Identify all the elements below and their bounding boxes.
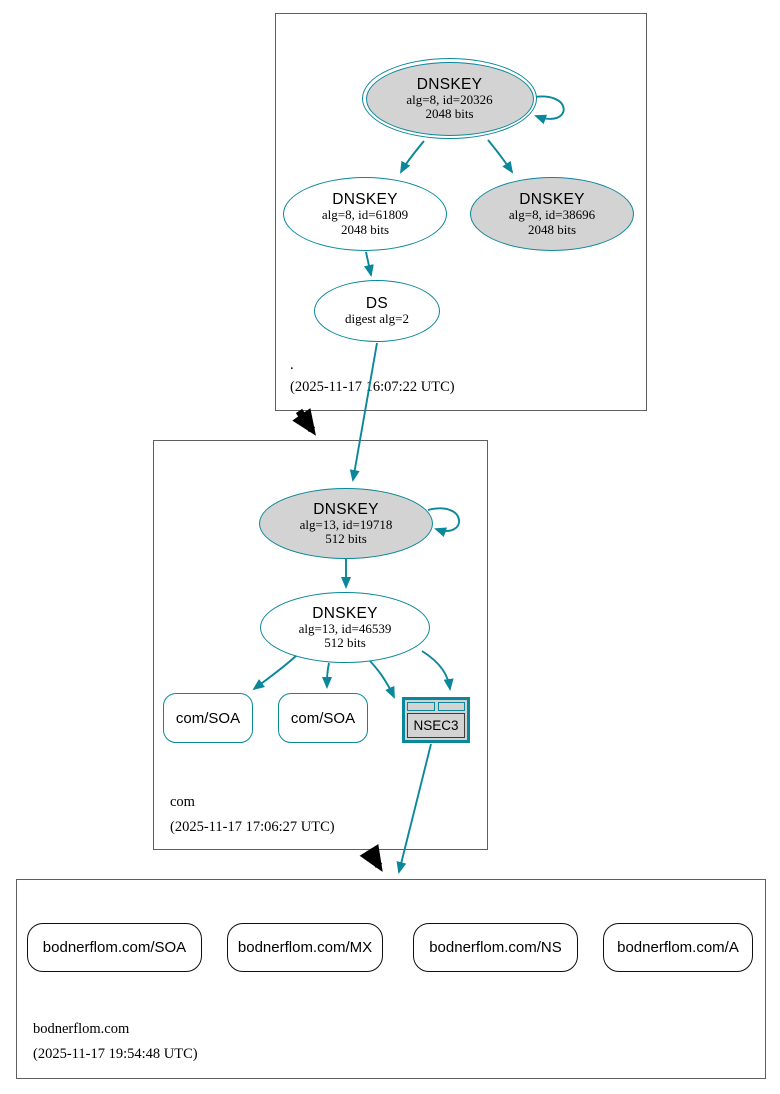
node-bodnerflom-mx[interactable]: bodnerflom.com/MX [227, 923, 383, 972]
node-detail: 2048 bits [425, 106, 474, 121]
node-title: DNSKEY [416, 75, 483, 93]
node-label: bodnerflom.com/SOA [42, 939, 187, 956]
node-detail: 2048 bits [527, 221, 577, 237]
node-detail: alg=13, id=19718 [299, 516, 393, 532]
zone-timestamp-root: (2025-11-17 16:07:22 UTC) [290, 379, 455, 395]
node-label: com/SOA [175, 709, 241, 727]
zone-label-bodnerflom: bodnerflom.com [33, 1021, 130, 1037]
zone-timestamp-com: (2025-11-17 17:06:27 UTC) [170, 819, 335, 835]
node-root-ds[interactable]: DS digest alg=2 [314, 280, 440, 342]
node-com-ksk-dnskey[interactable]: DNSKEY alg=13, id=19718 512 bits [259, 488, 433, 559]
zone-box-bodnerflom [16, 879, 766, 1079]
node-label: bodnerflom.com/NS [429, 939, 562, 956]
nsec3-label: NSEC3 [407, 713, 465, 738]
edge-delegation-root-to-com [292, 408, 316, 436]
node-bodnerflom-ns[interactable]: bodnerflom.com/NS [413, 923, 578, 972]
node-com-soa-2[interactable]: com/SOA [278, 693, 368, 743]
node-com-nsec3[interactable]: NSEC3 [402, 697, 470, 743]
node-bodnerflom-soa[interactable]: bodnerflom.com/SOA [27, 923, 202, 972]
node-label: bodnerflom.com/A [617, 939, 739, 956]
node-bodnerflom-a[interactable]: bodnerflom.com/A [603, 923, 753, 972]
node-com-soa-1[interactable]: com/SOA [163, 693, 253, 743]
edge-delegation-com-to-bodnerflom [359, 844, 383, 872]
zone-label-root: . [290, 357, 294, 373]
zone-timestamp-bodnerflom: (2025-11-17 19:54:48 UTC) [33, 1046, 198, 1062]
node-title: DNSKEY [312, 604, 378, 622]
zone-box-root [275, 13, 647, 411]
node-root-ksk-dnskey[interactable]: DNSKEY alg=8, id=20326 2048 bits [362, 58, 537, 139]
node-detail: alg=8, id=20326 [406, 91, 493, 107]
node-detail: digest alg=2 [344, 311, 410, 327]
node-title: DNSKEY [332, 191, 398, 208]
node-com-zsk-dnskey[interactable]: DNSKEY alg=13, id=46539 512 bits [260, 592, 430, 663]
node-detail: alg=13, id=46539 [298, 620, 392, 636]
node-root-dnskey-38696[interactable]: DNSKEY alg=8, id=38696 2048 bits [470, 177, 634, 251]
node-label: com/SOA [290, 709, 356, 727]
node-root-zsk-dnskey[interactable]: DNSKEY alg=8, id=61809 2048 bits [283, 177, 447, 251]
zone-box-com [153, 440, 488, 850]
node-title: DS [365, 295, 389, 313]
node-detail: 2048 bits [340, 221, 390, 237]
nsec3-cell [407, 702, 435, 711]
nsec3-header-cells [407, 702, 465, 711]
node-detail: 512 bits [325, 531, 367, 546]
node-root-ksk-inner: DNSKEY alg=8, id=20326 2048 bits [365, 61, 534, 136]
node-detail: 512 bits [324, 635, 366, 650]
node-title: DNSKEY [519, 191, 585, 208]
node-title: DNSKEY [313, 500, 379, 518]
node-detail: alg=8, id=61809 [321, 207, 409, 222]
nsec3-cell [437, 702, 465, 711]
node-detail: alg=8, id=38696 [508, 207, 596, 222]
node-label: bodnerflom.com/MX [237, 939, 373, 956]
zone-label-com: com [170, 794, 195, 810]
